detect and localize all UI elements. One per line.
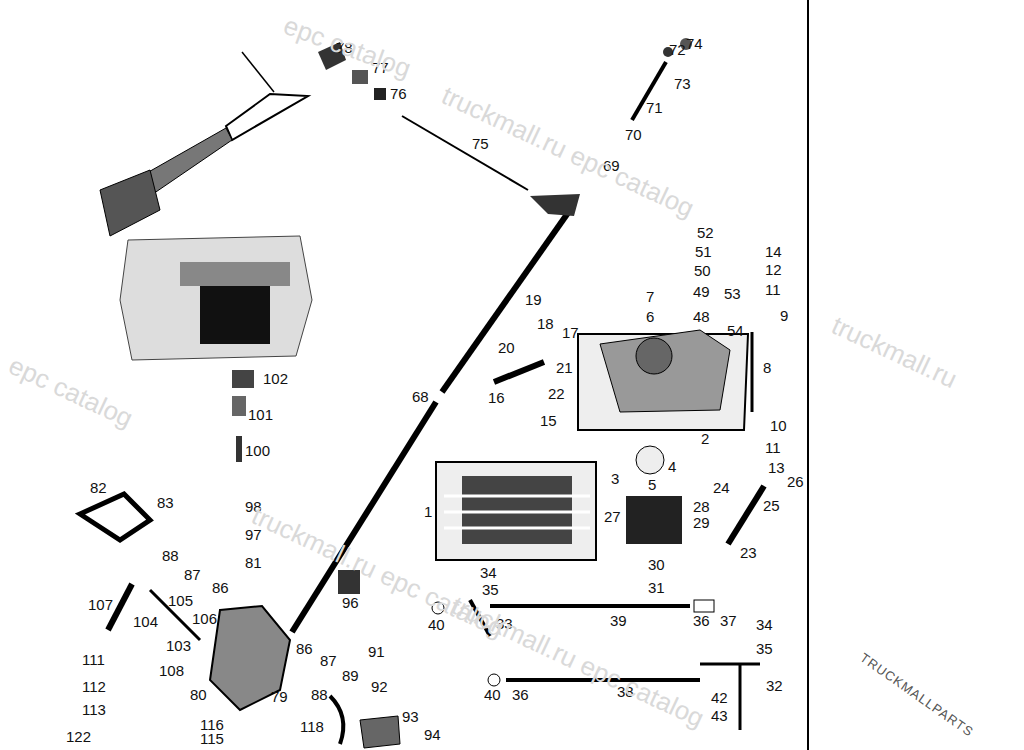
callout-number: 48 (693, 309, 710, 325)
callout-number: 81 (245, 555, 262, 571)
callout-number: 4 (668, 459, 676, 475)
callout-number: 49 (693, 284, 710, 300)
callout-number: 74 (686, 36, 703, 52)
callout-number: 5 (648, 477, 656, 493)
callout-number: 26 (787, 474, 804, 490)
callout-number: 122 (66, 729, 91, 745)
callout-number: 79 (271, 689, 288, 705)
callout-number: 12 (765, 262, 782, 278)
callout-number: 36 (512, 687, 529, 703)
callout-number: 7 (646, 289, 654, 305)
callout-number: 52 (697, 225, 714, 241)
callout-number: 19 (525, 292, 542, 308)
callout-number: 1 (424, 504, 432, 520)
callout-number: 42 (711, 690, 728, 706)
callout-number: 106 (192, 611, 217, 627)
callout-number: 71 (646, 100, 663, 116)
callout-number: 17 (562, 325, 579, 341)
callout-number: 73 (674, 76, 691, 92)
callout-number: 72 (669, 42, 686, 58)
callout-number: 89 (342, 668, 359, 684)
callout-number: 40 (484, 687, 501, 703)
callout-number: 25 (763, 498, 780, 514)
callout-number: 29 (693, 515, 710, 531)
callout-number: 54 (727, 323, 744, 339)
callout-number: 68 (412, 389, 429, 405)
callout-number: 108 (159, 663, 184, 679)
callout-number: 35 (756, 641, 773, 657)
callout-number: 104 (133, 614, 158, 630)
callout-number: 51 (695, 244, 712, 260)
callout-number: 21 (556, 360, 573, 376)
callout-number: 43 (711, 708, 728, 724)
callout-number: 83 (157, 495, 174, 511)
callout-number: 103 (166, 638, 191, 654)
callout-number: 86 (296, 641, 313, 657)
callout-number: 88 (162, 548, 179, 564)
callout-number: 10 (770, 418, 787, 434)
callout-number: 102 (263, 371, 288, 387)
callout-number: 88 (311, 687, 328, 703)
callout-number: 11 (765, 282, 781, 298)
callout-number: 27 (604, 509, 621, 525)
callout-number: 107 (88, 597, 113, 613)
callout-number: 80 (190, 687, 207, 703)
callout-number: 28 (693, 499, 710, 515)
callout-number: 2 (701, 431, 709, 447)
callout-number: 91 (368, 644, 385, 660)
callout-number: 6 (646, 309, 654, 325)
callout-number: 11 (765, 440, 781, 456)
callout-number: 39 (610, 613, 627, 629)
callout-number: 50 (694, 263, 711, 279)
callout-number: 13 (768, 460, 785, 476)
callout-number: 112 (82, 679, 106, 695)
callout-number: 92 (371, 679, 388, 695)
callout-number: 30 (648, 557, 665, 573)
callout-number: 101 (248, 407, 273, 423)
callout-number: 8 (763, 360, 771, 376)
watermark: epc catalog (279, 10, 415, 85)
callout-number: 86 (212, 580, 229, 596)
callout-number: 70 (625, 127, 642, 143)
callout-number: 37 (720, 613, 737, 629)
callout-number: 34 (480, 565, 497, 581)
callout-number: 105 (168, 593, 193, 609)
callout-number: 75 (472, 136, 489, 152)
callout-number: 16 (488, 390, 505, 406)
watermark: epc catalog (4, 350, 138, 434)
callout-number: 87 (320, 653, 337, 669)
callout-number: 14 (765, 244, 782, 260)
callout-number: 18 (537, 316, 554, 332)
callout-number: 93 (402, 709, 419, 725)
callout-number: 31 (648, 580, 665, 596)
callout-number: 32 (766, 678, 783, 694)
callout-number: 3 (611, 471, 619, 487)
callout-number: 111 (82, 652, 105, 668)
callout-number: 118 (300, 719, 324, 735)
callout-number: 35 (482, 582, 499, 598)
watermark: truckmall.ru epc catalog (447, 590, 709, 734)
callout-number: 87 (184, 567, 201, 583)
callout-number: 34 (756, 617, 773, 633)
logo-text: TRUCKMALLPARTS (857, 650, 976, 740)
callout-number: 113 (82, 702, 106, 718)
callout-number: 24 (713, 480, 730, 496)
callout-number: 53 (724, 286, 741, 302)
callout-number: 36 (693, 613, 710, 629)
callout-number: 23 (740, 545, 757, 561)
callout-number: 22 (548, 386, 565, 402)
callout-number: 94 (424, 727, 441, 743)
callout-number: 15 (540, 413, 557, 429)
callout-number: 20 (498, 340, 515, 356)
callout-number: 96 (342, 595, 359, 611)
callout-number: 100 (245, 443, 270, 459)
callout-number: 9 (780, 308, 788, 324)
callout-number: 82 (90, 480, 107, 496)
callout-number: 76 (390, 86, 407, 102)
watermark: truckmall.ru (827, 310, 962, 395)
callout-number: 115 (200, 731, 224, 747)
